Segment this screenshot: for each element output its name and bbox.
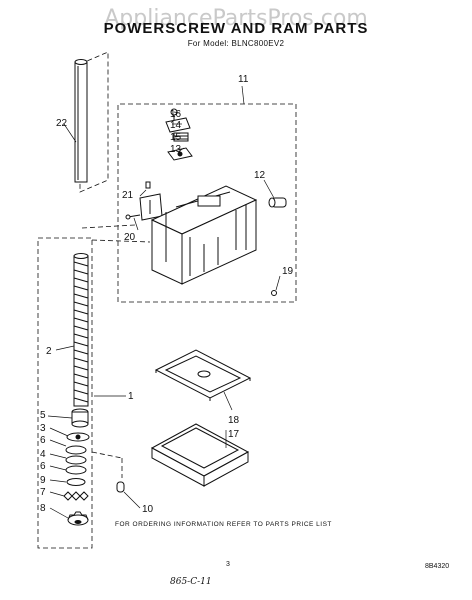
callout-17: 17 (228, 429, 240, 440)
callout-21: 21 (122, 190, 134, 201)
callout-8: 8 (40, 503, 46, 514)
callout-18: 18 (228, 415, 240, 426)
callout-15: 15 (170, 132, 182, 143)
bracket-small-parts (165, 108, 193, 161)
part-2-power-screw (73, 253, 89, 407)
callout-22: 22 (56, 118, 68, 129)
callout-3a: 3 (40, 423, 46, 434)
callout-2: 2 (46, 346, 52, 357)
callout-6b: 6 (40, 461, 46, 472)
callout-20: 20 (124, 232, 136, 243)
page-title: POWERSCREW AND RAM PARTS (103, 20, 369, 37)
callout-12: 12 (254, 170, 266, 181)
ram-bracket-box (150, 185, 258, 285)
callout-4: 4 (40, 449, 46, 460)
handwritten-note: 865-C-11 (170, 577, 212, 587)
page-number: 3 (226, 561, 230, 568)
part-12-bushing (268, 197, 287, 208)
diagram-code: 8B4320 (425, 563, 450, 570)
leader-lines (47, 85, 281, 519)
callout-10: 10 (142, 504, 154, 515)
part-22-rod (74, 59, 88, 183)
model-subtitle: For Model: BLNC800EV2 (187, 39, 285, 48)
part-17-tray (150, 423, 250, 487)
callout-1: 1 (128, 391, 134, 402)
part-10 (116, 481, 125, 493)
callout-19: 19 (282, 266, 294, 277)
callout-7: 7 (40, 487, 46, 498)
assembly-outlines (37, 51, 297, 549)
ordering-note: FOR ORDERING INFORMATION REFER TO PARTS … (115, 521, 332, 528)
watermark: AppliancePartsPros.com (104, 6, 368, 31)
part-19-screw (271, 290, 277, 296)
callout-5: 5 (40, 410, 46, 421)
part-18-ram-plate (154, 349, 252, 401)
callout-13: 13 (170, 144, 182, 155)
callout-6a: 6 (40, 435, 46, 446)
callout-11: 11 (238, 74, 249, 85)
callout-9: 9 (40, 475, 46, 486)
callout-16: 16 (170, 109, 182, 120)
callout-14: 14 (170, 120, 182, 131)
screw-hardware-stack (63, 408, 90, 526)
callout-labels: 22 11 16 14 15 13 12 21 20 19 18 17 2 1 … (40, 74, 294, 515)
parts-20-21 (125, 181, 163, 221)
